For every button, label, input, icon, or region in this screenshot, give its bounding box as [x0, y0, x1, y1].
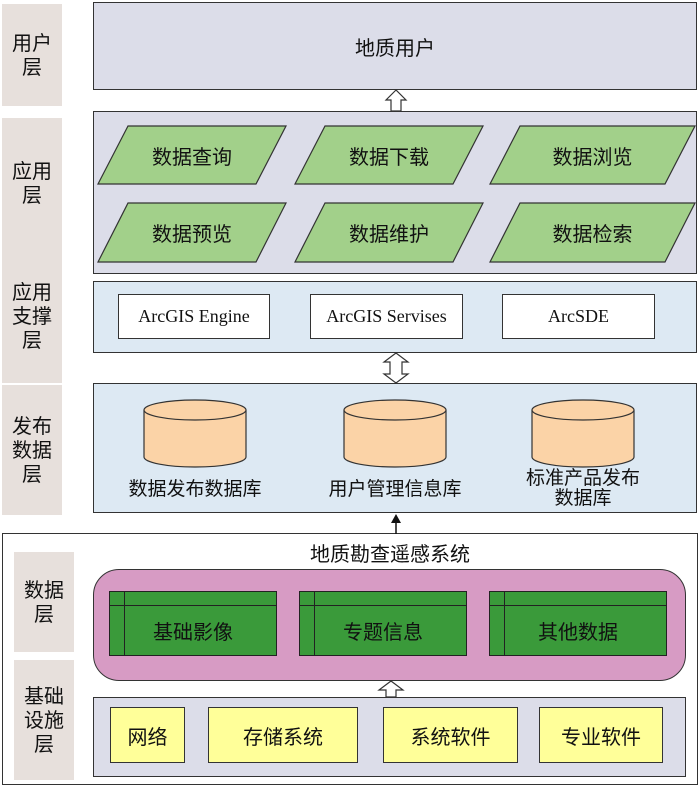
database-icon: [143, 399, 247, 468]
layer-label-user: 用户 层: [2, 4, 62, 106]
up-arrow-icon: [377, 680, 405, 698]
db-label-standard-product: 标准产品发布 数据库: [525, 467, 640, 509]
data-item-base-imagery: 基础影像: [109, 591, 277, 656]
infra-item-professional-software: 专业软件: [539, 707, 663, 763]
arcgis-engine-box: ArcGIS Engine: [118, 294, 270, 339]
geology-user-title: 地质用户: [355, 35, 435, 60]
infra-item-storage: 存储系统: [208, 707, 358, 763]
data-item-other-data: 其他数据: [489, 591, 667, 656]
double-arrow-icon: [382, 352, 410, 384]
data-item-thematic-info: 专题信息: [299, 591, 467, 656]
solid-up-arrow-icon: [391, 514, 401, 523]
app-item-shape-search: [489, 202, 696, 263]
app-item-shape-maintain: [294, 202, 484, 263]
db-label-user-mgmt: 用户管理信息库: [328, 478, 462, 500]
infra-item-network: 网络: [110, 707, 185, 763]
system-title: 地质勘查遥感系统: [310, 542, 470, 566]
up-arrow-icon: [384, 89, 408, 112]
layer-label-app-support: 应用 支撑 层: [2, 248, 62, 383]
database-icon: [531, 399, 635, 468]
layer-label-data: 数据 层: [14, 552, 74, 652]
app-item-shape-query: [97, 125, 287, 185]
system-frame: [2, 533, 698, 785]
layer-label-publish-data: 发布 数据 层: [2, 385, 62, 515]
arcgis-servises-box: ArcGIS Servises: [310, 294, 463, 339]
user-layer-panel: 地质用户: [93, 2, 697, 90]
infra-item-system-software: 系统软件: [383, 707, 518, 763]
db-label-publish: 数据发布数据库: [128, 478, 262, 500]
arcsde-box: ArcSDE: [502, 294, 655, 339]
database-icon: [343, 399, 447, 468]
app-item-shape-preview: [97, 202, 287, 263]
app-item-shape-download: [294, 125, 484, 185]
layer-label-application: 应用 层: [2, 118, 62, 248]
app-item-shape-browse: [489, 125, 696, 185]
layer-label-infrastructure: 基础 设施 层: [14, 660, 74, 780]
